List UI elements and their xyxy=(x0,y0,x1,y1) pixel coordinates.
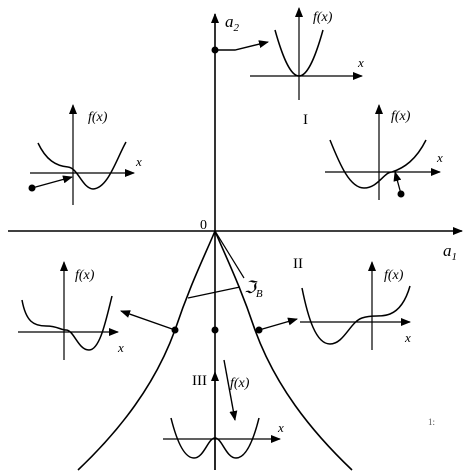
inset-ul-x-label: x xyxy=(135,154,142,169)
inset-upper-left: f(x) x xyxy=(28,104,142,205)
inset-ur-x-label: x xyxy=(436,150,443,165)
inset-top: f(x) x xyxy=(250,7,364,100)
inset-bottom-f-label: f(x) xyxy=(230,376,250,391)
inset-ll-x-label: x xyxy=(117,340,124,355)
inset-ll-f-label: f(x) xyxy=(75,268,95,283)
inset-top-f-label: f(x) xyxy=(313,10,333,25)
bifurcation-curve-right xyxy=(214,230,353,471)
inset-lr-curve xyxy=(301,285,411,345)
inset-ul-f-label: f(x) xyxy=(88,110,108,125)
inset-bottom-curve xyxy=(170,417,260,459)
arrow-top xyxy=(215,40,269,51)
arrow-right xyxy=(258,317,298,331)
inset-ur-arrow xyxy=(393,171,402,195)
inset-bottom-x-label: x xyxy=(277,420,284,435)
bifurcation-set-label: ℑB xyxy=(244,278,263,300)
inset-lower-right: f(x) x xyxy=(300,261,411,350)
origin-label: 0 xyxy=(200,218,207,233)
arrow-center xyxy=(223,359,238,421)
bifurcation-curve-left xyxy=(77,230,216,471)
region-label-2: II xyxy=(293,256,303,272)
inset-lr-x-label: x xyxy=(404,330,411,345)
corner-mark: 1: xyxy=(428,417,435,427)
sample-point-center xyxy=(211,326,219,334)
a1-axis-label: a1 xyxy=(443,241,457,263)
inset-top-x-label: x xyxy=(357,55,364,70)
inset-ul-curve xyxy=(37,141,127,190)
inset-bottom: f(x) x xyxy=(163,371,284,470)
inset-lower-left: f(x) x xyxy=(18,261,124,360)
inset-lr-f-label: f(x) xyxy=(384,268,404,283)
inset-ll-curve xyxy=(21,295,113,351)
inset-upper-right: f(x) x xyxy=(325,104,443,200)
bifurcation-leader-1 xyxy=(214,230,245,279)
arrow-left xyxy=(120,310,176,331)
inset-ul-arrow xyxy=(31,175,73,189)
bifurcation-leader-2 xyxy=(187,286,241,299)
region-label-1: I xyxy=(303,112,308,128)
inset-ur-f-label: f(x) xyxy=(391,109,411,124)
inset-top-curve xyxy=(274,29,324,77)
a2-axis-label: a2 xyxy=(225,12,240,34)
region-label-3: III xyxy=(192,373,207,389)
inset-ur-curve xyxy=(329,139,427,189)
